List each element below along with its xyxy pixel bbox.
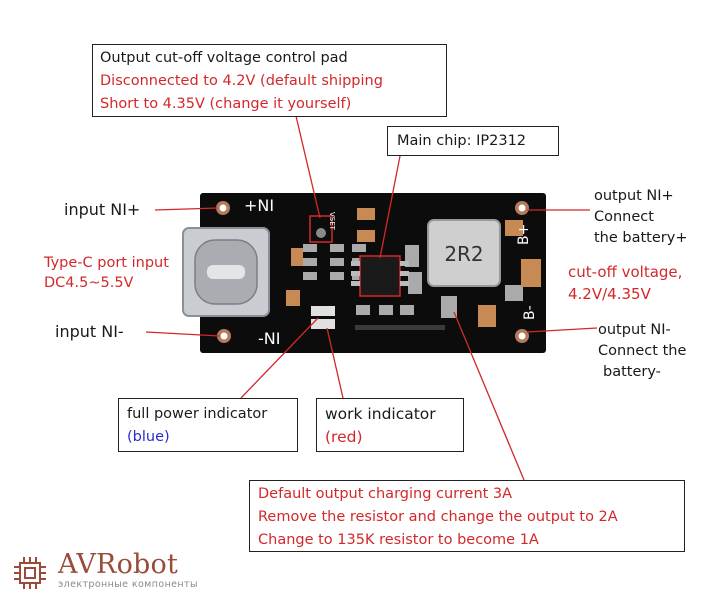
typec-voltage-label: DC4.5~5.5V: [44, 275, 134, 291]
header-dots: [355, 325, 445, 330]
charging-current-1a: Change to 135K resistor to become 1A: [258, 532, 539, 548]
output-neg-battery: battery-: [603, 364, 661, 380]
main-chip: [351, 255, 409, 297]
work-indicator-box: work indicator (red): [316, 398, 464, 452]
output-neg-connect: Connect the: [598, 343, 687, 359]
output-pos-label: output NI+: [594, 188, 674, 204]
full-power-indicator-label: full power indicator: [127, 406, 268, 422]
cutoff-control-pad-default: Disconnected to 4.2V (default shipping: [100, 73, 383, 89]
cutoff-control-pad-short: Short to 4.35V (change it yourself): [100, 96, 352, 112]
inductor: 2R2: [427, 219, 501, 287]
cutoff-control-pad-box: Output cut-off voltage control pad Disco…: [92, 44, 447, 117]
typec-input-label: Type-C port input: [44, 255, 169, 271]
full-power-indicator-box: full power indicator (blue): [118, 398, 298, 452]
callout-lines: [145, 115, 598, 481]
charging-current-box: Default output charging current 3A Remov…: [249, 480, 685, 552]
work-indicator-color: (red): [325, 428, 363, 446]
cutoff-voltage-label: cut-off voltage,: [568, 263, 683, 281]
input-pos-label: input NI+: [64, 200, 141, 219]
cutoff-voltage-values: 4.2V/4.35V: [568, 285, 651, 303]
vset-label: VSET: [328, 212, 336, 231]
chip-logo-icon: [14, 557, 46, 589]
logo-name: AVRobot: [58, 549, 179, 580]
type-c-connector: [182, 227, 270, 317]
mounting-holes: [216, 201, 529, 343]
input-neg-label: input NI-: [55, 322, 124, 341]
work-indicator-label: work indicator: [325, 405, 436, 423]
main-chip-box: Main chip: IP2312: [387, 126, 559, 156]
cutoff-control-pad-title: Output cut-off voltage control pad: [100, 50, 348, 66]
output-neg-label: output NI-: [598, 322, 671, 338]
main-chip-label: Main chip: IP2312: [397, 133, 527, 149]
avrobot-logo: AVRobot электронные компоненты: [12, 549, 242, 593]
charging-current-default: Default output charging current 3A: [258, 486, 513, 502]
vset-pad: [309, 215, 333, 243]
board-label-plus-in: +NI: [244, 196, 274, 215]
board-label-b-plus: B+: [516, 224, 532, 245]
smd-components: [286, 208, 541, 329]
output-pos-connect: Connect: [594, 209, 654, 225]
board-label-b-minus: B-: [522, 305, 538, 320]
output-pos-battery: the battery+: [594, 230, 688, 246]
inductor-label: 2R2: [444, 242, 483, 266]
logo-tagline: электронные компоненты: [58, 579, 198, 590]
full-power-indicator-color: (blue): [127, 429, 170, 445]
charging-current-2a: Remove the resistor and change the outpu…: [258, 509, 618, 525]
board-label-minus-in: -NI: [258, 329, 280, 348]
